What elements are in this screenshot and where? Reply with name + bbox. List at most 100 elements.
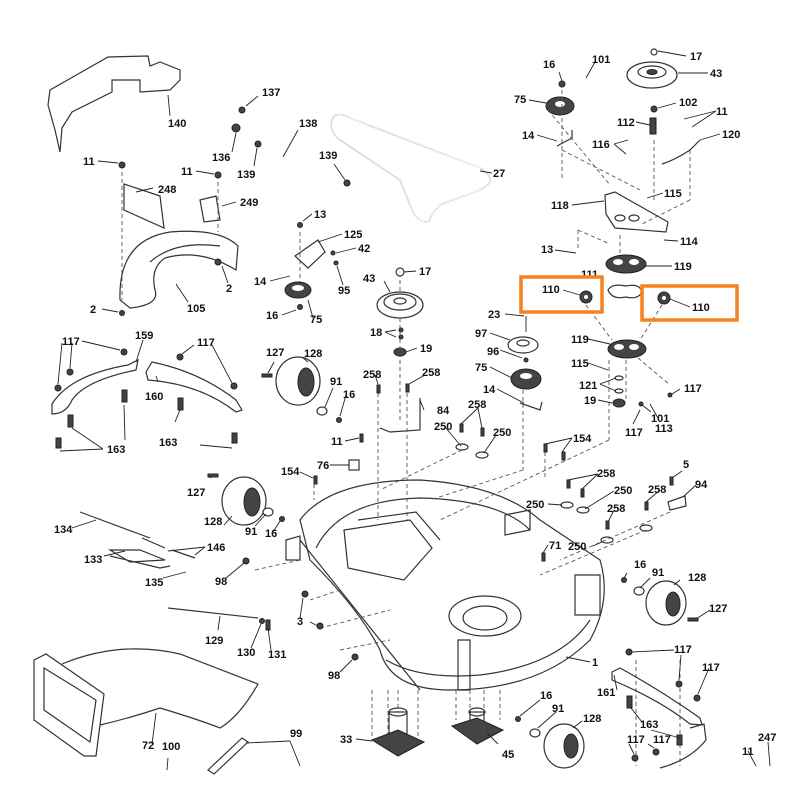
part-111-gasket[interactable] [607,284,643,299]
label-116: 116 [592,139,610,151]
label-117: 117 [653,734,671,746]
label-112: 112 [617,117,635,129]
label-121: 121 [579,380,597,392]
part-84-rod[interactable] [379,398,421,433]
label-111: 111 [581,269,598,281]
part-146-springs[interactable] [141,537,196,559]
label-117: 117 [674,644,692,656]
part-249-bracket[interactable] [199,171,222,223]
part-112-shaft[interactable] [649,117,657,135]
label-154: 154 [281,466,300,478]
label-75: 75 [475,362,487,374]
part-136-137-fittings[interactable] [231,106,351,187]
label-139: 139 [237,169,255,181]
label-250: 250 [568,541,586,553]
part-75-idler-center[interactable] [510,368,543,411]
label-11: 11 [716,106,728,118]
label-23: 23 [488,309,500,321]
part-140-shield[interactable] [47,55,181,153]
part-75-idler-top[interactable] [545,80,575,147]
part-43-pulley-top[interactable] [626,48,678,113]
label-146: 146 [207,542,225,554]
label-117: 117 [197,337,215,349]
label-110-right: 110 [692,302,710,314]
part-134-rod[interactable] [79,511,151,539]
part-75-idler-pulley[interactable] [284,281,312,310]
label-95: 95 [338,285,350,297]
part-160-arm[interactable] [145,353,243,444]
label-133: 133 [84,554,102,566]
part-110-gear-right[interactable] [657,291,671,305]
label-118: 118 [551,200,569,212]
label-117: 117 [702,662,720,674]
part-125-bracket[interactable] [294,222,339,269]
part-138-hose[interactable] [264,148,341,180]
label-27: 27 [493,168,505,180]
part-119-gearbox-lower[interactable] [607,339,673,408]
part-45-spindle[interactable] [450,707,505,745]
label-14: 14 [483,384,496,396]
callout-labels: 140 137 136 139 138 139 27 11 248 11 249… [54,51,776,761]
label-102: 102 [679,97,697,109]
part-97-pulley[interactable] [507,316,539,363]
label-139: 139 [319,150,337,162]
part-248-bracket[interactable] [118,161,165,229]
label-117: 117 [627,734,645,746]
part-133-blade[interactable] [107,549,171,569]
part-99-bracket[interactable] [207,737,249,775]
part-110-gear-left[interactable] [579,290,593,304]
part-129-rod[interactable] [167,607,259,619]
label-127: 127 [187,487,205,499]
label-125: 125 [344,229,362,241]
part-128-wheel-d[interactable] [515,716,585,769]
label-117: 117 [625,427,643,439]
part-118-plate[interactable] [604,191,669,233]
part-128-wheel-b[interactable] [207,473,285,526]
part-120-rod[interactable] [661,139,701,165]
label-17: 17 [690,51,702,63]
label-2: 2 [90,304,96,316]
highlight-box-110-left [519,275,604,314]
label-154: 154 [573,433,592,445]
part-94-bracket[interactable] [667,476,687,511]
label-258: 258 [648,484,666,496]
part-161-arm[interactable] [611,648,707,769]
part-76-knob[interactable] [348,459,360,471]
part-72-chute[interactable] [33,648,259,757]
label-250: 250 [526,499,544,511]
label-11: 11 [181,166,193,178]
label-14: 14 [522,130,535,142]
label-159: 159 [135,330,153,342]
part-128-wheel-c[interactable] [621,577,699,626]
label-114: 114 [680,236,699,248]
part-159-arm[interactable] [51,348,139,449]
part-27-belt[interactable] [330,113,491,223]
label-119: 119 [571,334,589,346]
label-84: 84 [437,405,450,417]
label-160: 160 [145,391,163,403]
part-1-deck[interactable] [285,479,605,691]
label-5: 5 [683,459,689,471]
label-136: 136 [212,152,230,164]
leader-lines [57,50,771,771]
label-19: 19 [420,343,432,355]
label-140: 140 [168,118,186,130]
part-128-wheel-a[interactable] [261,356,342,423]
label-163: 163 [107,444,125,456]
label-43: 43 [363,273,375,285]
label-134: 134 [54,524,73,536]
label-19: 19 [584,395,596,407]
label-137: 137 [262,87,280,99]
label-96: 96 [487,346,499,358]
label-91: 91 [330,376,342,388]
label-115: 115 [571,358,589,370]
label-13: 13 [314,209,326,221]
label-250: 250 [614,485,632,497]
part-43-pulley[interactable] [376,267,424,420]
part-119-gearbox[interactable] [605,254,647,274]
part-33-spindle[interactable] [370,707,426,757]
label-91: 91 [245,526,257,538]
part-105-cover[interactable] [119,230,239,316]
label-258: 258 [468,399,486,411]
part-98-bolts[interactable] [242,557,359,661]
